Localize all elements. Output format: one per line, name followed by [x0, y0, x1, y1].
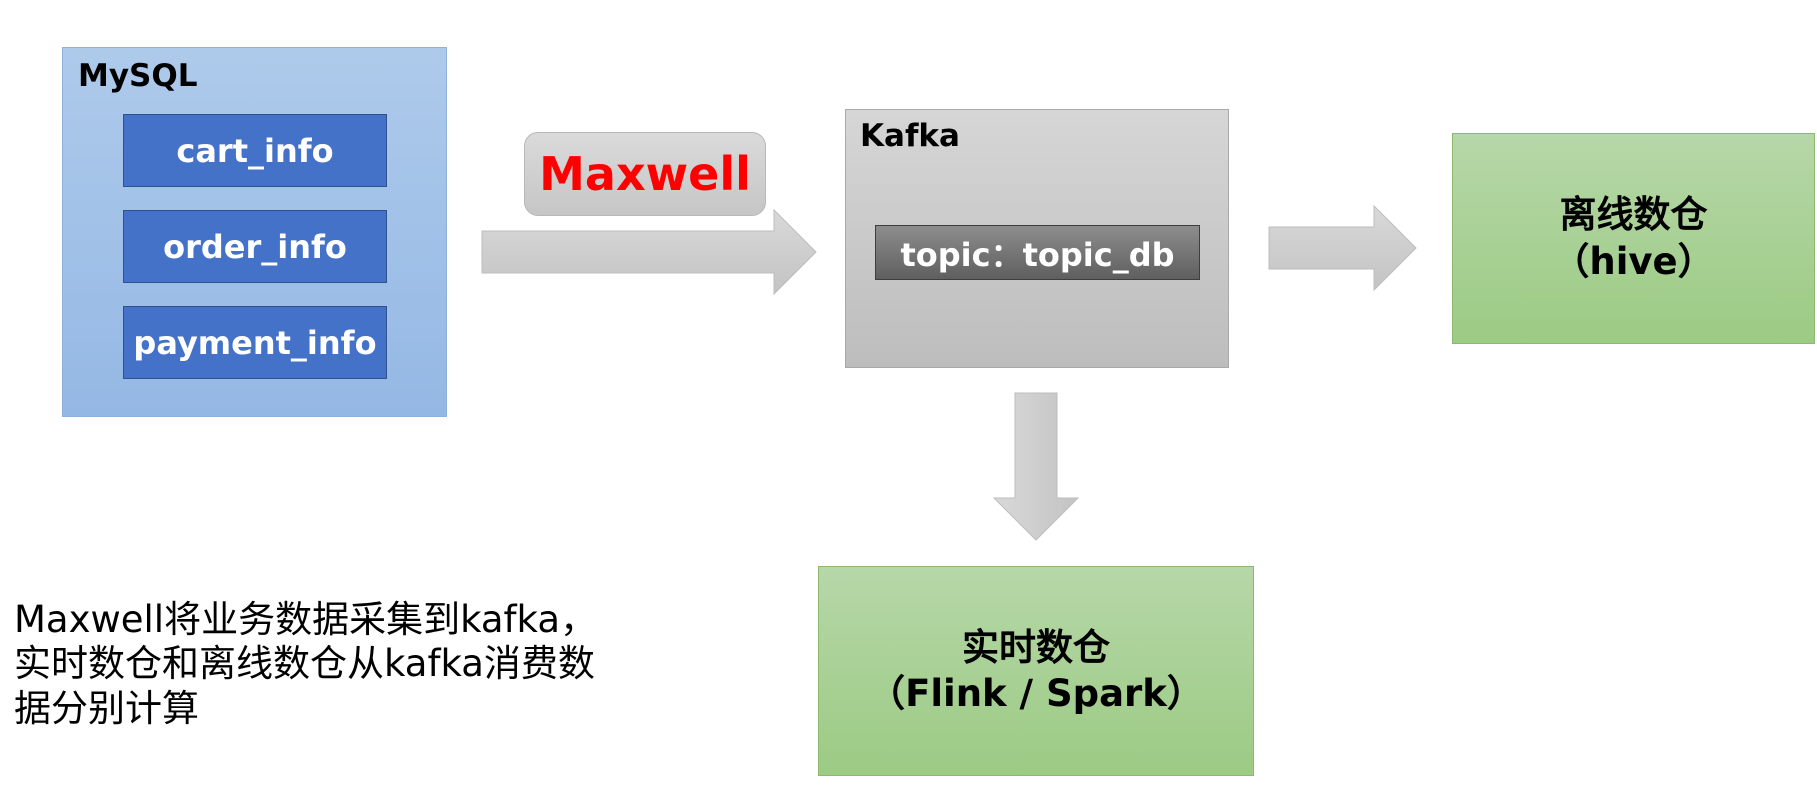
table-order-info: order_info: [123, 210, 387, 283]
kafka-topic: topic：topic_db: [875, 225, 1200, 280]
offline-warehouse-title: 离线数仓: [1559, 193, 1708, 237]
description-text: Maxwell将业务数据采集到kafka， 实时数仓和离线数仓从kafka消费数…: [14, 598, 654, 731]
realtime-warehouse-engine: （Flink / Spark）: [868, 672, 1204, 715]
description-line-2: 实时数仓和离线数仓从kafka消费数: [14, 642, 595, 686]
mysql-title: MySQL: [78, 58, 198, 94]
table-payment-info: payment_info: [123, 306, 387, 379]
description-line-1: Maxwell将业务数据采集到kafka，: [14, 598, 598, 641]
arrow-kafka-to-offline: [1268, 204, 1417, 292]
realtime-warehouse-box: 实时数仓 （Flink / Spark）: [818, 566, 1254, 776]
description-line-3: 据分别计算: [14, 686, 199, 730]
offline-warehouse-box: 离线数仓 （hive）: [1452, 133, 1815, 344]
offline-warehouse-engine: （hive）: [1552, 239, 1715, 283]
kafka-title: Kafka: [860, 118, 960, 154]
mysql-box: MySQL cart_info order_info payment_info: [62, 47, 447, 417]
realtime-warehouse-title: 实时数仓: [962, 625, 1110, 669]
arrow-mysql-to-kafka: [481, 208, 817, 296]
arrow-kafka-to-realtime: [992, 392, 1080, 541]
table-cart-info: cart_info: [123, 114, 387, 187]
maxwell-label: Maxwell: [524, 132, 766, 216]
kafka-box: Kafka topic：topic_db: [845, 109, 1229, 368]
